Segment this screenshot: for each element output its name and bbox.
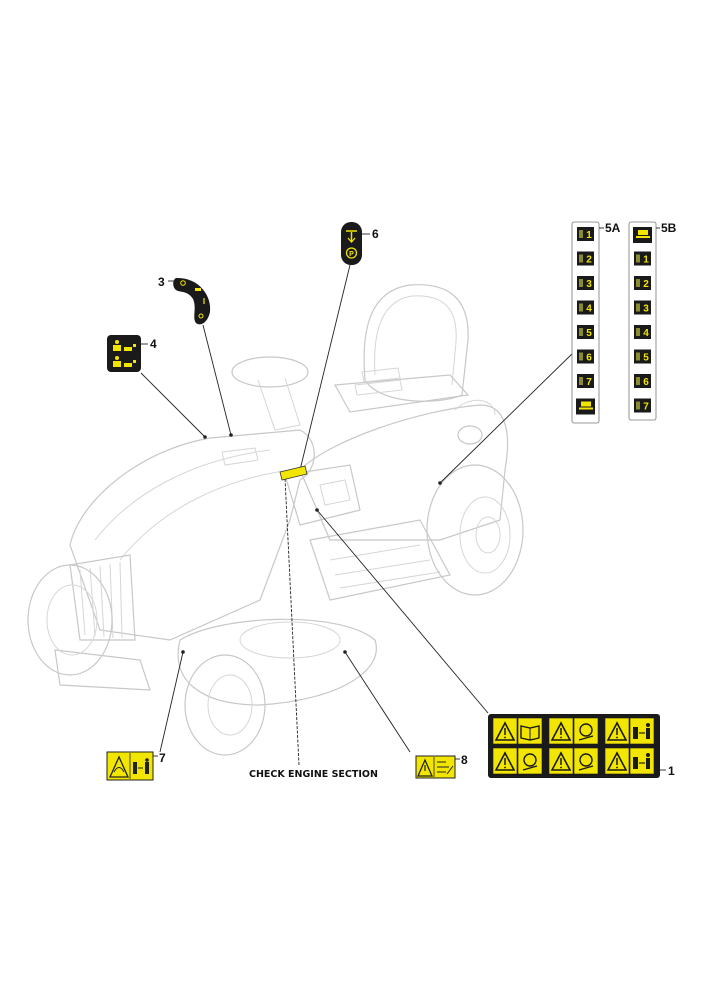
tractor-outline [27, 284, 524, 756]
height-number: 5 [586, 328, 592, 339]
height-setting-3: 3 [577, 276, 594, 290]
height-setting-2: 2 [634, 276, 651, 290]
height-setting-2: 2 [577, 251, 594, 266]
manual-icon [517, 717, 543, 745]
keep-distance-icon [629, 717, 655, 745]
height-number: 1 [586, 230, 592, 241]
height-setting-1: 1 [577, 227, 594, 241]
callout-3: 3 [158, 275, 165, 289]
height-setting-7: 7 [577, 374, 594, 388]
decal-5a-height-strip: 1 2 3 4 5 6 7 5A [571, 221, 621, 424]
height-number: 7 [643, 402, 649, 413]
warning-icon [548, 717, 574, 745]
callout-1: 1 [668, 764, 675, 778]
height-number: 2 [586, 255, 592, 266]
callout-5a: 5A [605, 221, 621, 235]
height-number: 5 [643, 353, 649, 364]
height-number: 4 [643, 328, 649, 339]
decal-6-parking-brake: P 6 [341, 222, 379, 265]
height-setting-3: 3 [634, 300, 651, 315]
height-number: 6 [643, 377, 649, 388]
warning-icon [492, 747, 518, 775]
decal-3-ignition: 3 [158, 275, 211, 325]
height-number: 4 [586, 304, 592, 315]
parking-brake-icon: P [345, 247, 358, 259]
height-number: 1 [643, 255, 649, 266]
height-setting-1: 1 [634, 251, 651, 266]
height-number: 3 [586, 279, 592, 290]
check-engine-section-note: CHECK ENGINE SECTION [249, 769, 378, 780]
cutting-height-icon [576, 398, 595, 415]
callout-8: 8 [461, 753, 468, 767]
height-setting-5: 5 [577, 325, 594, 339]
height-setting-6: 6 [577, 349, 594, 364]
blade-hazard-icon [573, 717, 599, 745]
svg-text:P: P [349, 251, 354, 258]
height-number: 6 [586, 353, 592, 364]
decal-1-safety-warnings: 1 [488, 714, 675, 778]
height-setting-6: 6 [634, 374, 651, 388]
height-setting-7: 7 [634, 398, 651, 413]
height-number: 3 [643, 304, 649, 315]
height-number: 7 [586, 377, 592, 388]
slope-hazard-icon [573, 747, 599, 775]
arrow-down-icon [346, 230, 357, 243]
decal-5b-height-strip: 1 2 3 4 5 6 7 5B [628, 221, 677, 421]
decal-4-cutting-height: 4 [107, 335, 157, 372]
remove-key-icon [517, 747, 543, 775]
height-setting-5: 5 [634, 349, 651, 364]
warning-icon [548, 747, 574, 775]
leader-lines [140, 264, 577, 766]
callout-5b: 5B [661, 221, 677, 235]
height-setting-4: 4 [634, 325, 651, 339]
decal-7-deck-warning: 7 [106, 751, 166, 781]
callout-6: 6 [372, 227, 379, 241]
height-setting-4: 4 [577, 300, 594, 315]
warning-icon [604, 717, 630, 745]
height-number: 2 [643, 279, 649, 290]
warning-icon [604, 747, 630, 775]
callout-7: 7 [159, 751, 166, 765]
decal-8-warning: 8 [415, 753, 468, 779]
warning-icon [492, 717, 518, 745]
callout-4: 4 [150, 337, 157, 351]
keep-distance-icon [629, 747, 655, 775]
cutting-height-icon [633, 227, 652, 243]
